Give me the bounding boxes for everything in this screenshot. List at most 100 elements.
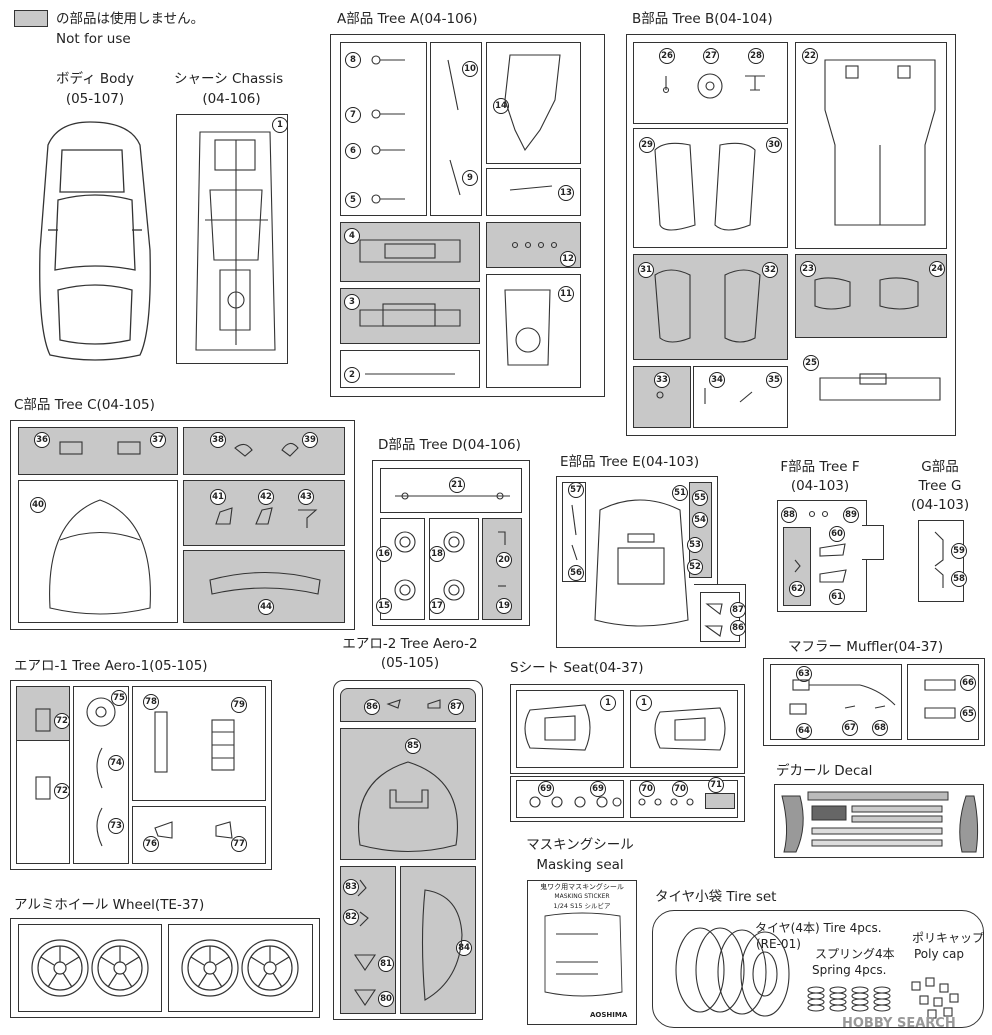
masking-sheet-title: 鬼ワク用マスキングシール — [540, 883, 624, 891]
part-59: 59 — [951, 543, 967, 559]
tree-a-title: A部品 Tree A(04-106) — [337, 11, 478, 27]
tree-c-title: C部品 Tree C(04-105) — [14, 397, 155, 413]
part-75: 75 — [111, 690, 127, 706]
part-69a: 69 — [538, 781, 554, 797]
tree-g-title: G部品 — [921, 459, 959, 475]
tree-a-cell-3 — [340, 288, 480, 344]
tree-c-cell-38-39 — [183, 427, 345, 475]
tree-d-title: D部品 Tree D(04-106) — [378, 437, 521, 453]
chassis-code: (04-106) — [202, 91, 261, 107]
aero1-cell-75-73 — [73, 686, 129, 864]
part-68: 68 — [872, 720, 888, 736]
part-67: 67 — [842, 720, 858, 736]
part-21: 21 — [449, 477, 465, 493]
aero1-cell-76-77 — [132, 806, 266, 864]
tireset-title: タイヤ小袋 Tire set — [655, 889, 777, 905]
part-19: 19 — [496, 598, 512, 614]
part-40: 40 — [30, 497, 46, 513]
tireset-tire: タイヤ(4本) Tire 4pcs. — [755, 921, 882, 935]
aero1-title: エアロ-1 Tree Aero-1(05-105) — [14, 658, 208, 674]
part-38: 38 — [210, 432, 226, 448]
part-39: 39 — [302, 432, 318, 448]
part-89: 89 — [843, 507, 859, 523]
seat-title: Sシート Seat(04-37) — [510, 660, 644, 676]
tree-g-title2: Tree G — [918, 478, 962, 494]
part-43: 43 — [298, 489, 314, 505]
part-84: 84 — [456, 940, 472, 956]
legend-swatch — [14, 10, 48, 27]
tree-e-title: E部品 Tree E(04-103) — [560, 454, 700, 470]
part-42: 42 — [258, 489, 274, 505]
part-41: 41 — [210, 489, 226, 505]
part-87-aero: 87 — [448, 699, 464, 715]
part-55: 55 — [692, 490, 708, 506]
part-13: 13 — [558, 185, 574, 201]
part-86: 86 — [730, 620, 746, 636]
part-87: 87 — [730, 602, 746, 618]
tree-b-cell-22 — [795, 42, 947, 249]
part-27: 27 — [703, 48, 719, 64]
part-52: 52 — [687, 559, 703, 575]
part-24: 24 — [929, 261, 945, 277]
part-11: 11 — [558, 286, 574, 302]
part-36: 36 — [34, 432, 50, 448]
aero2-code: (05-105) — [380, 655, 440, 671]
part-14: 14 — [493, 98, 509, 114]
part-60: 60 — [829, 526, 845, 542]
part-25: 25 — [803, 355, 819, 371]
part-35: 35 — [766, 372, 782, 388]
tireset-poly-en: Poly cap — [914, 947, 964, 961]
part-3: 3 — [344, 294, 360, 310]
part-15: 15 — [376, 598, 392, 614]
part-63: 63 — [796, 666, 812, 682]
part-83: 83 — [343, 879, 359, 895]
part-65: 65 — [960, 706, 976, 722]
part-4: 4 — [344, 228, 360, 244]
part-33: 33 — [654, 372, 670, 388]
part-10: 10 — [462, 61, 478, 77]
part-76: 76 — [143, 836, 159, 852]
part-80: 80 — [378, 991, 394, 1007]
part-9: 9 — [462, 170, 478, 186]
part-58: 58 — [951, 571, 967, 587]
part-34: 34 — [709, 372, 725, 388]
part-12: 12 — [560, 251, 576, 267]
part-78: 78 — [143, 694, 159, 710]
tireset-poly: ポリキャップ — [912, 931, 985, 945]
decal-sheet — [774, 784, 984, 858]
masking-brand: AOSHIMA — [590, 1011, 628, 1019]
aero2-title: エアロ-2 Tree Aero-2 — [342, 636, 478, 652]
masking-sheet-scale: 1/24 S15 シルビア — [553, 902, 611, 910]
part-71: 71 — [708, 777, 724, 793]
watermark-logo: HOBBY SEARCH — [842, 1016, 956, 1031]
tree-f-title: F部品 Tree F — [780, 459, 860, 475]
part-32: 32 — [762, 262, 778, 278]
aero1-cell-72b — [16, 741, 70, 864]
tree-a-cell-13 — [486, 168, 581, 216]
tree-a-cell-small — [340, 42, 427, 216]
part-66: 66 — [960, 675, 976, 691]
tree-g-frame — [918, 520, 964, 602]
part-23: 23 — [800, 261, 816, 277]
body-title: ボディ Body — [56, 71, 134, 87]
wheel-cell-right — [168, 924, 313, 1012]
part-74: 74 — [108, 755, 124, 771]
part-31: 31 — [638, 262, 654, 278]
tree-e-cell-52-55 — [689, 482, 712, 578]
tireset-tire-code: (RE-01) — [756, 937, 801, 951]
wheel-cell-left — [18, 924, 162, 1012]
part-85: 85 — [405, 738, 421, 754]
part-53: 53 — [687, 537, 703, 553]
part-1-seat-right: 1 — [636, 695, 652, 711]
tree-b-cell-23-24 — [795, 254, 947, 338]
part-72a: 72 — [54, 713, 70, 729]
part-6: 6 — [345, 143, 361, 159]
tireset-spring: スプリング4本 — [815, 947, 895, 961]
decal-title: デカール Decal — [776, 763, 873, 779]
part-17: 17 — [429, 598, 445, 614]
part-1-chassis: 1 — [272, 117, 288, 133]
part-88: 88 — [781, 507, 797, 523]
body-code: (05-107) — [65, 91, 125, 107]
chassis-title: シャーシ Chassis — [174, 71, 284, 87]
legend-text-jp: の部品は使用しません。 — [56, 11, 205, 27]
